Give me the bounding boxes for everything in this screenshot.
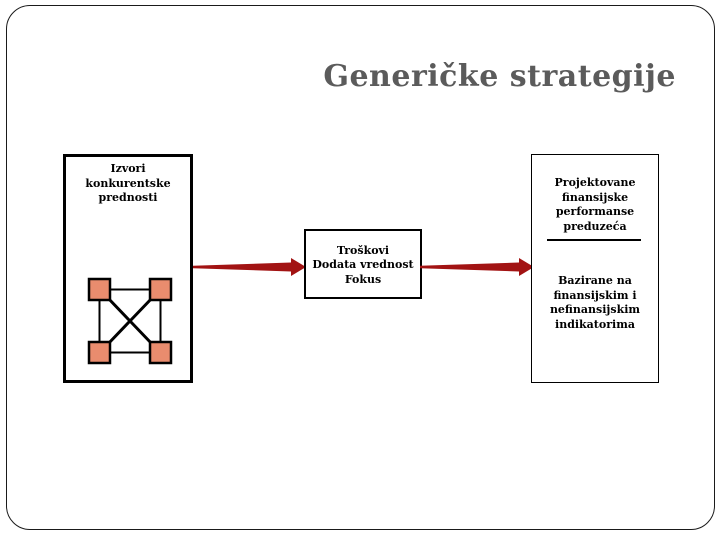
strategies-box-line: Dodata vrednost <box>312 258 414 272</box>
performance-box-bottom-block: Bazirane na finansijskim i nefinansijski… <box>532 274 658 332</box>
network-node <box>148 277 173 302</box>
sources-box-line: Izvori <box>110 162 146 175</box>
performance-box-line: performanse <box>555 205 635 218</box>
performance-box-line: preduzeća <box>563 219 627 233</box>
strategies-box: Troškovi Dodata vrednost Fokus <box>304 229 422 299</box>
network-diagram-icon <box>87 277 173 365</box>
performance-box-line: finansijskim i <box>553 288 637 302</box>
slide-canvas: Generičke strategije Izvori konkurentske… <box>6 5 715 530</box>
network-edge-diagonal <box>105 295 155 347</box>
sources-box: Izvori konkurentske prednosti <box>63 154 193 383</box>
arrow-sources-to-strategies <box>193 258 306 276</box>
arrow-shape <box>420 258 534 276</box>
performance-box-line: Bazirane na <box>558 274 632 287</box>
strategies-box-line: Troškovi <box>336 243 390 257</box>
divider-line <box>547 239 641 241</box>
arrow-strategies-to-performance <box>420 258 534 276</box>
network-node <box>148 340 173 365</box>
slide-title: Generičke strategije <box>323 59 676 94</box>
performance-box: Projektovane finansijske performanse pre… <box>531 154 659 383</box>
performance-box-top-block: Projektovane finansijske performanse pre… <box>532 176 658 234</box>
performance-box-line: Projektovane <box>554 176 636 189</box>
network-node <box>87 340 112 365</box>
performance-box-line: nefinansijskim <box>549 303 641 316</box>
arrow-shape <box>193 258 306 276</box>
sources-box-line: prednosti <box>98 191 158 204</box>
performance-box-line: finansijske <box>561 190 629 204</box>
strategies-box-line: Fokus <box>344 272 382 286</box>
sources-box-line: konkurentske <box>85 176 171 190</box>
network-node <box>87 277 112 302</box>
performance-box-line: indikatorima <box>555 317 635 331</box>
